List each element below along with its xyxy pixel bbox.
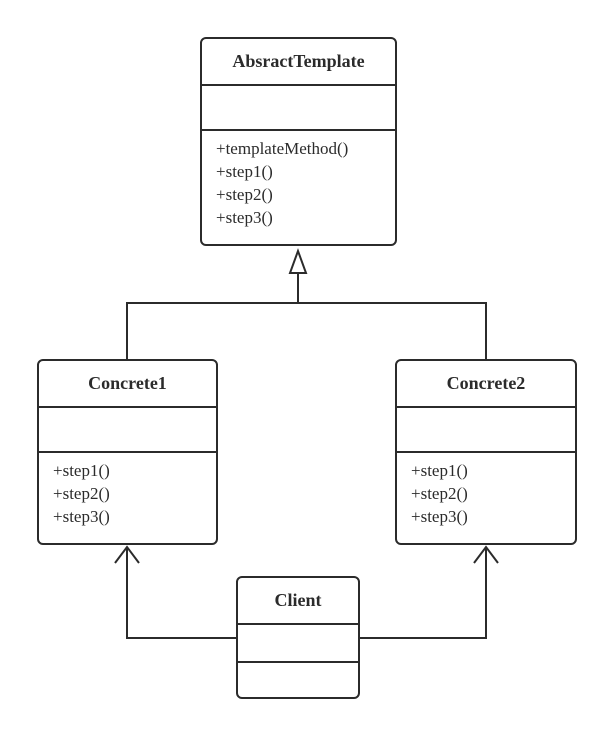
methods-compartment: +templateMethod() +step1() +step2() +ste… <box>202 131 395 229</box>
attributes-compartment <box>202 86 395 131</box>
association-connector-concrete1 <box>126 547 238 639</box>
class-name: Concrete1 <box>39 361 216 408</box>
class-client: Client <box>236 576 360 699</box>
method-step2: +step2() <box>411 484 468 503</box>
class-name: Concrete2 <box>397 361 575 408</box>
methods-compartment: +step1() +step2() +step3() <box>397 453 575 528</box>
class-name: AbsractTemplate <box>202 39 395 86</box>
method-step1: +step1() <box>53 461 110 480</box>
method-step3: +step3() <box>411 507 468 526</box>
class-abstract-template: AbsractTemplate +templateMethod() +step1… <box>200 37 397 246</box>
inheritance-arrowhead <box>288 248 308 274</box>
method-step2: +step2() <box>53 484 110 503</box>
method-step2: +step2() <box>216 185 273 204</box>
inheritance-connector-concrete2 <box>298 302 487 361</box>
method-template-method: +templateMethod() <box>216 139 349 158</box>
association-arrowhead-concrete1 <box>114 545 140 564</box>
methods-compartment: +step1() +step2() +step3() <box>39 453 216 528</box>
method-step3: +step3() <box>216 208 273 227</box>
class-concrete1: Concrete1 +step1() +step2() +step3() <box>37 359 218 545</box>
method-step1: +step1() <box>216 162 273 181</box>
class-name: Client <box>238 578 358 625</box>
association-arrowhead-concrete2 <box>473 545 499 564</box>
attributes-compartment <box>397 408 575 453</box>
method-step3: +step3() <box>53 507 110 526</box>
inheritance-connector-concrete1 <box>126 302 298 361</box>
attributes-compartment <box>39 408 216 453</box>
method-step1: +step1() <box>411 461 468 480</box>
association-connector-concrete2 <box>359 547 487 639</box>
attributes-compartment <box>238 625 358 663</box>
class-concrete2: Concrete2 +step1() +step2() +step3() <box>395 359 577 545</box>
